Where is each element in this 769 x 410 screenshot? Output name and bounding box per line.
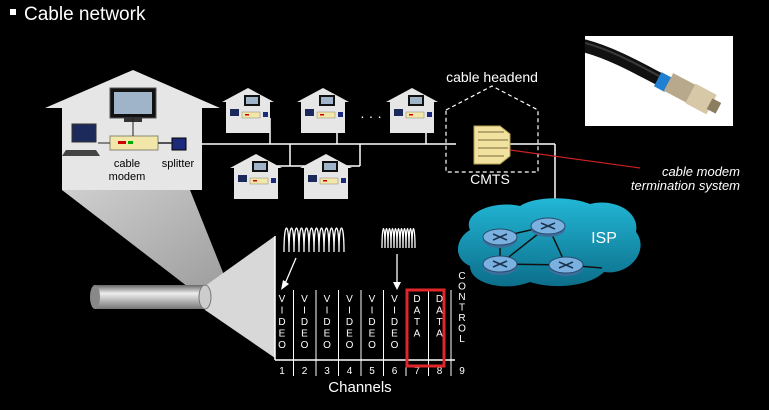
cmts-annotation-line bbox=[509, 149, 641, 169]
channels-label: Channels bbox=[328, 379, 391, 396]
router-icon bbox=[482, 228, 518, 248]
small-houses bbox=[222, 88, 438, 199]
home-small bbox=[230, 154, 282, 199]
cable-headend: cable headend CMTS bbox=[445, 69, 539, 187]
cable-headend-label: cable headend bbox=[446, 69, 538, 85]
channel-number: 7 bbox=[414, 366, 420, 377]
isp-cloud: ISP bbox=[457, 198, 641, 287]
routers bbox=[482, 217, 584, 276]
channel-number: 2 bbox=[302, 366, 308, 377]
cable-modem-label-2: modem bbox=[109, 171, 146, 183]
bullet-icon bbox=[10, 8, 16, 15]
arrow-video bbox=[283, 257, 297, 287]
spectrum-fan bbox=[205, 236, 275, 358]
slide-title-text: Cable network bbox=[24, 4, 146, 25]
home-small bbox=[222, 88, 274, 133]
cable-modem-label-1: cable bbox=[114, 158, 140, 170]
cmts-full-label-1: cable modem bbox=[662, 164, 740, 179]
router-icon bbox=[548, 256, 584, 276]
slide-title: Cable network bbox=[10, 4, 145, 26]
channel-number: 6 bbox=[392, 366, 398, 377]
splitter-label: splitter bbox=[162, 158, 195, 170]
cmts-label: CMTS bbox=[470, 171, 510, 187]
data-channels-highlight bbox=[405, 288, 446, 368]
zoom-beam bbox=[62, 190, 230, 300]
home-small bbox=[297, 88, 349, 133]
coax-connector-photo bbox=[578, 36, 733, 126]
coax-cable-cylinder bbox=[90, 284, 212, 310]
home-small bbox=[300, 154, 352, 199]
cmts-full-label-2: termination system bbox=[631, 178, 740, 193]
home-small bbox=[386, 88, 438, 133]
channel-number: 5 bbox=[369, 366, 375, 377]
channel-number: 9 bbox=[459, 366, 465, 377]
isp-label: ISP bbox=[591, 230, 617, 247]
router-icon bbox=[482, 255, 518, 275]
cmts-icon bbox=[473, 125, 511, 165]
router-icon bbox=[530, 217, 566, 237]
channel-number: 1 bbox=[279, 366, 285, 377]
waveform-video bbox=[283, 227, 345, 253]
home-large: cable modem splitter bbox=[45, 70, 220, 190]
ellipsis: · · · bbox=[360, 108, 382, 124]
waveform-data bbox=[381, 227, 416, 249]
channel-number: 3 bbox=[324, 366, 330, 377]
channel-number: 4 bbox=[347, 366, 353, 377]
channel-number: 8 bbox=[437, 366, 443, 377]
